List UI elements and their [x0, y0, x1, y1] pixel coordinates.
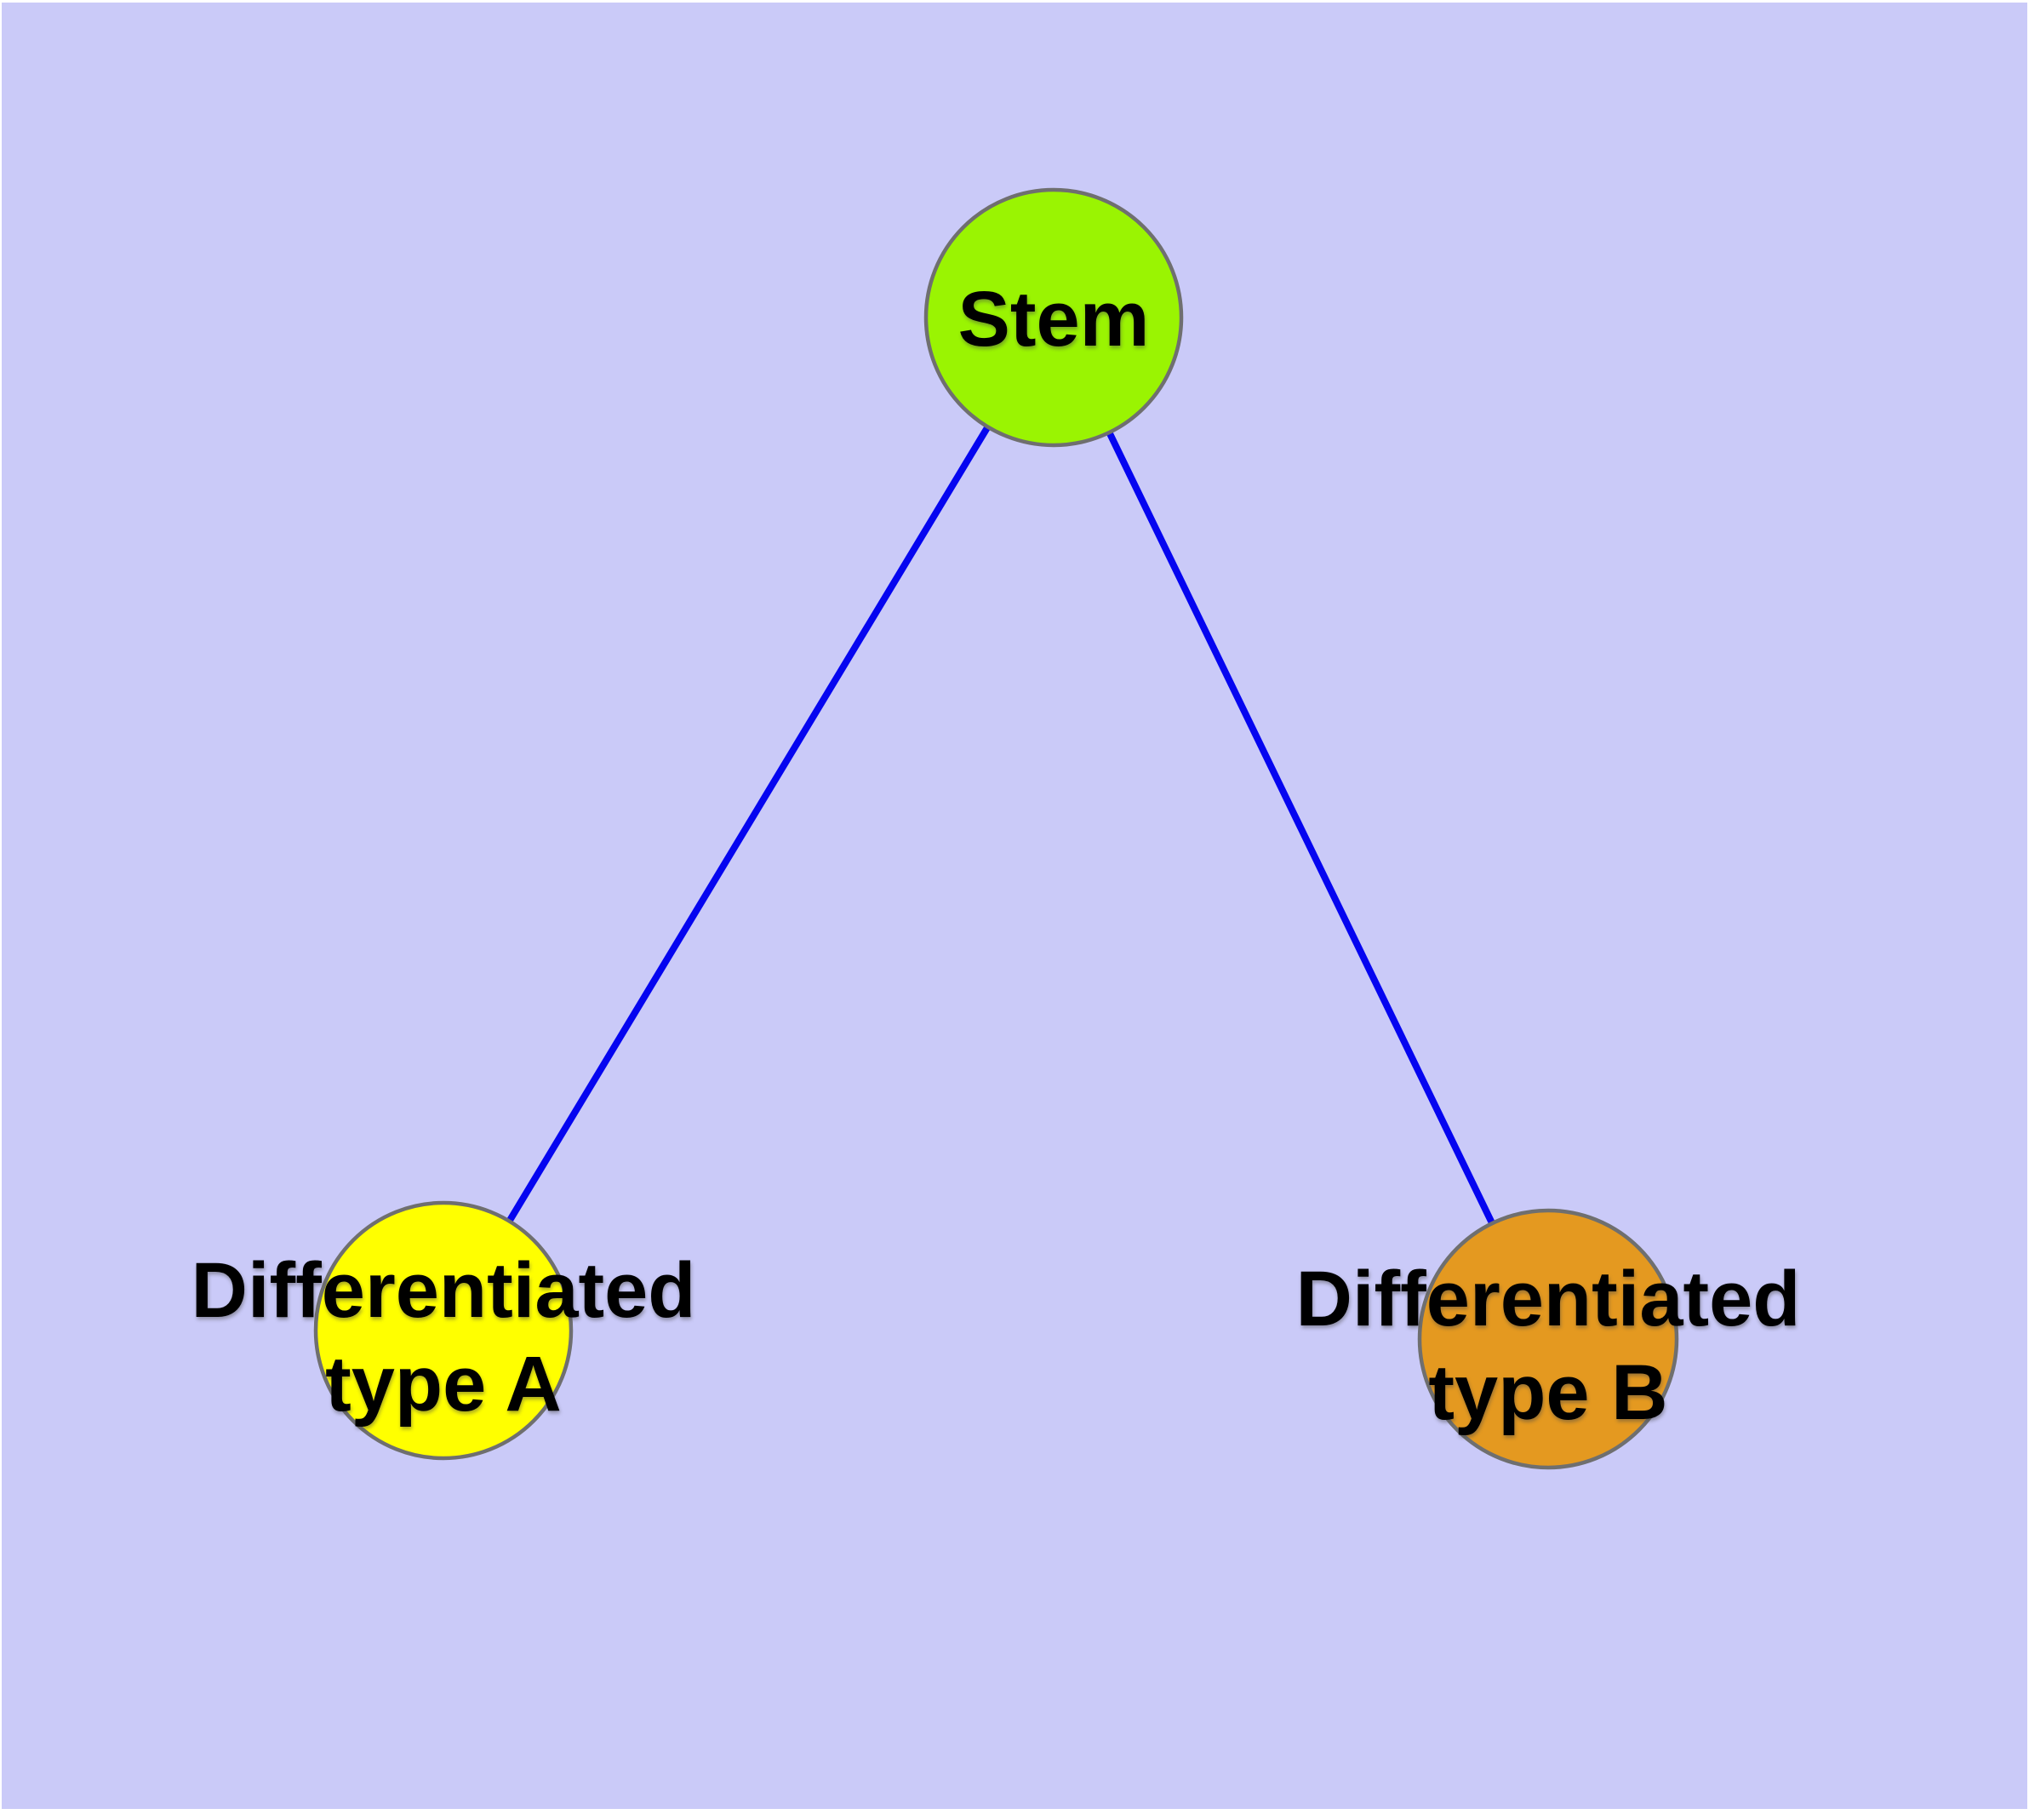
edge-stem-to-type-a — [440, 314, 1057, 1334]
node-differentiated-type-b — [1417, 1208, 1679, 1470]
node-type-a-label-line2: type A — [325, 1341, 562, 1428]
node-stem-label: Stem — [958, 276, 1150, 363]
node-type-b-label-line2: type B — [1428, 1349, 1667, 1436]
edge-stem-to-type-b — [1050, 314, 1552, 1342]
node-type-b-label-line1: Differentiated — [1296, 1256, 1801, 1342]
node-type-a-label-line1: Differentiated — [191, 1247, 696, 1334]
node-differentiated-type-a — [313, 1200, 574, 1461]
node-stem — [923, 187, 1184, 448]
